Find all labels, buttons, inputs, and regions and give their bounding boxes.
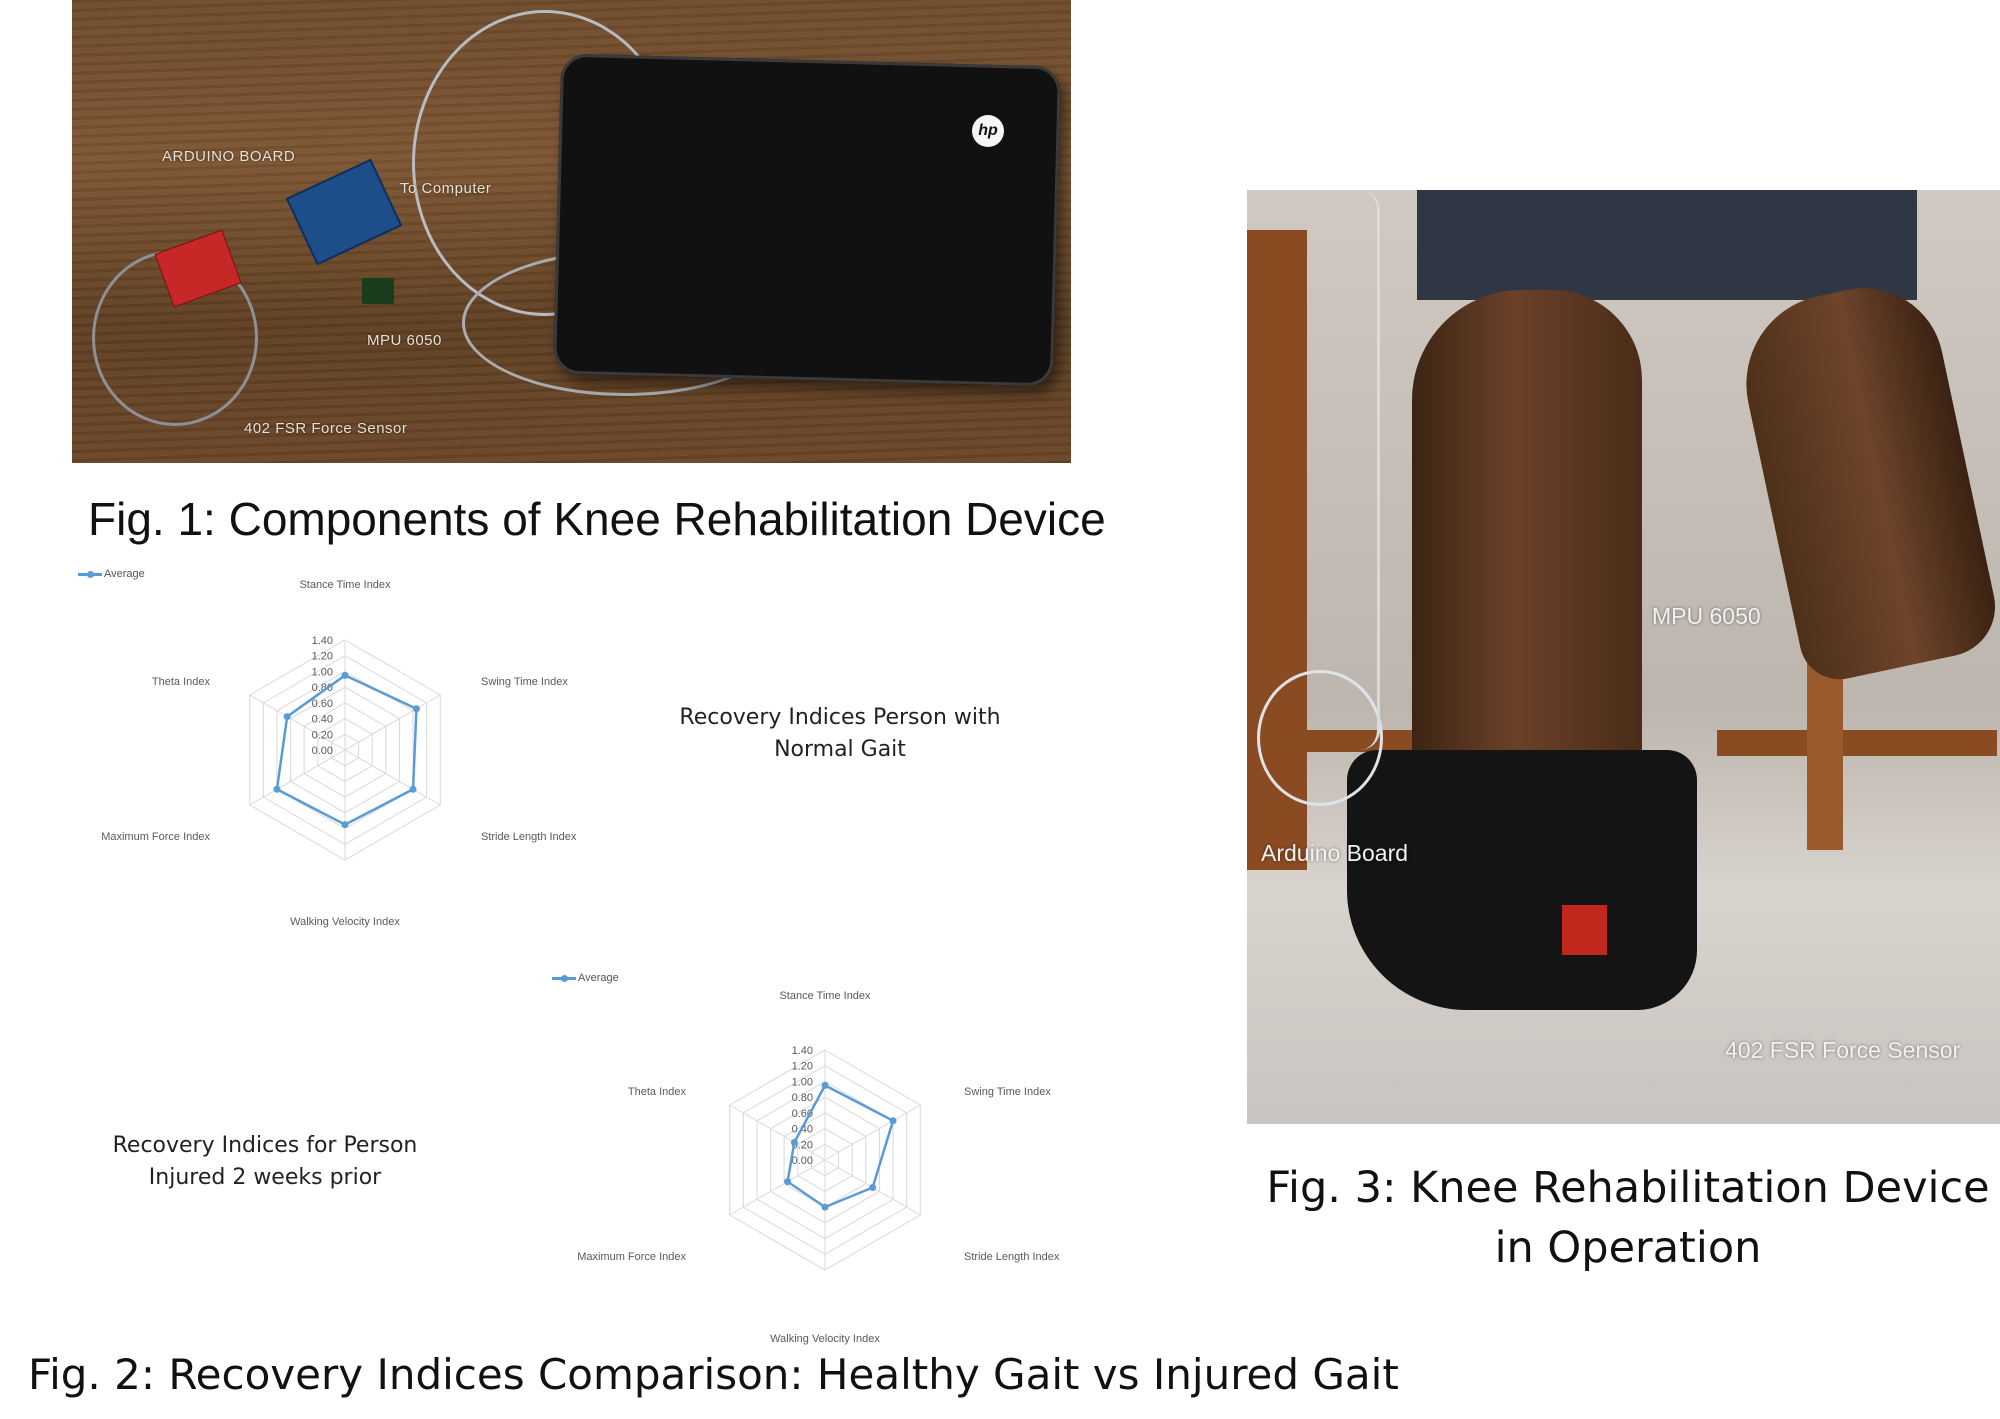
label-arduino-board: ARDUINO BOARD <box>162 148 296 165</box>
radar-tick-label: 1.20 <box>792 1061 813 1073</box>
radar-tick-label: 1.20 <box>312 651 333 663</box>
chart2-title: Recovery Indices for Person Injured 2 we… <box>112 1133 418 1190</box>
cable-vertical <box>1337 190 1380 750</box>
figure3-photo: MPU 6050 Arduino Board 402 FSR Force Sen… <box>1247 190 2000 1124</box>
radar-category-label: Theta Index <box>628 1086 687 1098</box>
hp-logo-icon: hp <box>972 115 1004 147</box>
radar-tick-label: 0.60 <box>312 698 333 710</box>
label-to-computer: To Computer <box>400 180 492 197</box>
radar-series-line <box>275 673 418 827</box>
radar-category-label: Swing Time Index <box>964 1086 1051 1098</box>
radar-chart-normal: 0.00 0.20 0.40 0.60 0.80 1.00 1.20 1.40 Stance T… <box>101 580 577 928</box>
label-fsr-sensor-photo3: 402 FSR Force Sensor <box>1725 1037 1961 1063</box>
radar-tick-label: 0.00 <box>312 745 333 757</box>
sock-foot <box>1347 750 1697 1010</box>
laptop <box>552 53 1062 387</box>
radar-category-label: Stance Time Index <box>299 580 391 591</box>
radar-category-label: Stance Time Index <box>779 990 871 1002</box>
radar-data-point <box>790 1138 798 1146</box>
label-mpu-6050-photo3: MPU 6050 <box>1652 603 1761 629</box>
radar-tick-label: 1.00 <box>312 666 333 678</box>
radar-tick-label: 1.00 <box>792 1076 813 1088</box>
chart2-legend: Average <box>552 972 619 984</box>
radar-data-point <box>412 705 420 713</box>
radar-tick-label: 0.20 <box>312 729 333 741</box>
radar-spoke <box>249 749 346 806</box>
legend-marker <box>78 570 102 578</box>
legend-label: Average <box>578 972 619 984</box>
radar-spoke <box>344 749 441 806</box>
radar-category-label: Maximum Force Index <box>577 1251 686 1263</box>
shorts <box>1417 190 1917 300</box>
radar-tick-label: 1.40 <box>312 635 333 647</box>
radar-tick-label: 0.80 <box>312 682 333 694</box>
radar-data-point <box>273 785 281 793</box>
label-mpu-6050: MPU 6050 <box>367 332 442 349</box>
radar-category-label: Walking Velocity Index <box>770 1333 880 1345</box>
legend-label: Average <box>104 568 145 580</box>
figure2-caption: Fig. 2: Recovery Indices Comparison: Hea… <box>28 1350 1399 1399</box>
radar-tick-label: 0.40 <box>312 714 333 726</box>
radar-category-label: Walking Velocity Index <box>290 916 400 928</box>
radar-data-point <box>341 671 349 679</box>
back-leg <box>1729 273 2000 687</box>
radar-data-point <box>869 1184 877 1191</box>
radar-data-point <box>283 713 291 721</box>
radar-category-label: Maximum Force Index <box>101 831 210 843</box>
figure1-caption: Fig. 1: Components of Knee Rehabilitatio… <box>88 493 1106 545</box>
radar-data-point <box>821 1081 829 1089</box>
fsr-board <box>1562 905 1607 955</box>
radar-category-label: Theta Index <box>152 676 211 688</box>
chart1-legend: Average <box>78 568 145 580</box>
radar-spoke <box>249 694 346 751</box>
cable-loop <box>1257 670 1383 806</box>
radar-category-label: Stride Length Index <box>481 831 577 843</box>
furniture-rail <box>1717 730 1997 756</box>
radar-data-point <box>784 1178 792 1186</box>
chart1-title: Recovery Indices Person with Normal Gait <box>679 705 1001 762</box>
radar-category-label: Stride Length Index <box>964 1251 1060 1263</box>
radar-tick-label: 0.00 <box>792 1155 813 1167</box>
radar-tick-label: 1.40 <box>792 1045 813 1057</box>
radar-data-point <box>821 1203 829 1211</box>
radar-spoke <box>729 1159 826 1216</box>
label-arduino-board-photo3: Arduino Board <box>1261 840 1409 866</box>
radar-spoke <box>729 1104 826 1161</box>
front-leg <box>1412 290 1642 790</box>
radar-data-point <box>889 1117 897 1125</box>
radar-category-label: Swing Time Index <box>481 676 568 688</box>
figure1-photo: hp ARDUINO BOARD To Computer MPU 6050 40… <box>72 0 1071 463</box>
radar-tick-label: 0.80 <box>792 1092 813 1104</box>
figure3-caption: Fig. 3: Knee Rehabilitation Device in Op… <box>1266 1163 1990 1273</box>
radar-spoke <box>824 1104 921 1161</box>
legend-marker <box>552 974 576 982</box>
radar-spoke <box>344 694 441 751</box>
label-fsr-sensor: 402 FSR Force Sensor <box>244 420 408 437</box>
radar-data-point <box>341 821 349 829</box>
radar-data-point <box>409 785 417 793</box>
mpu-sensor <box>362 278 394 304</box>
